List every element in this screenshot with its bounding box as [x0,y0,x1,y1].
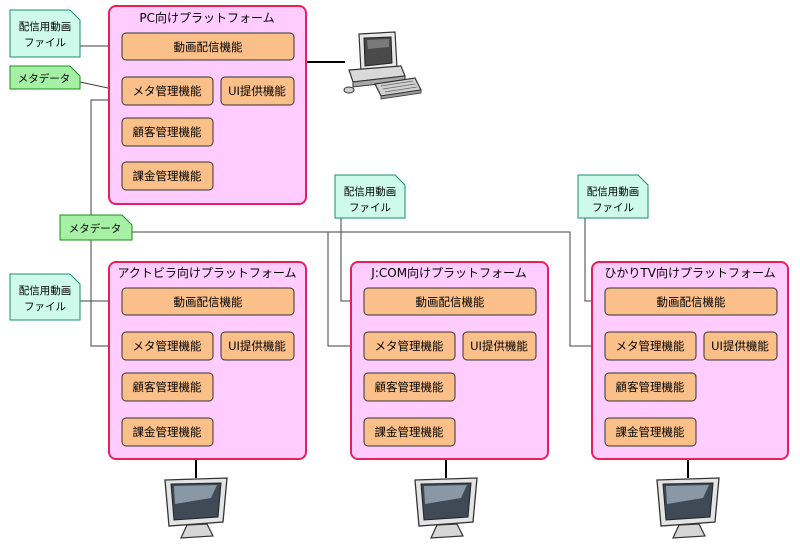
jcom-billing-mgmt-label: 課金管理機能 [375,425,444,439]
video-file-doc-pc-line2: ファイル [24,37,66,49]
hikari-ui-label: UI提供機能 [711,339,769,353]
video-file-doc-hikari-line2: ファイル [592,202,634,214]
hikari-billing-mgmt-label: 課金管理機能 [616,425,685,439]
actvila-ui-label: UI提供機能 [228,339,286,353]
video-file-doc-jcom: 配信用動画 ファイル [334,174,406,219]
video-file-doc-jcom-shape [334,174,406,219]
video-file-doc-actvila-line2: ファイル [24,301,66,313]
metadata-note-pc-shape [9,65,81,90]
video-file-doc-jcom-line2: ファイル [349,202,391,214]
video-file-doc-jcom-line1: 配信用動画 [344,185,397,198]
video-file-doc-pc-line1: 配信用動画 [19,20,72,33]
arrow-meta-jcom [132,231,363,350]
video-file-doc-actvila-line1: 配信用動画 [19,284,72,297]
metadata-note-shared: メタデータ [59,214,133,241]
platform-actvila: アクトビラ向けプラットフォーム 動画配信機能 メタ管理機能 UI提供機能 顧客管… [108,261,307,460]
actvila-customer-mgmt-label: 顧客管理機能 [133,380,202,394]
video-file-doc-hikari: 配信用動画 ファイル [577,174,649,219]
pc-customer-mgmt-label: 顧客管理機能 [133,125,202,139]
pc-computer-icon [343,31,422,100]
pc-meta-mgmt-label: メタ管理機能 [133,84,202,98]
hikari-billing-mgmt-box [604,417,697,447]
pc-meta-mgmt-box [121,76,214,106]
platform-jcom-title: J:COM向けプラットフォーム [370,265,526,280]
metadata-note-shared-shape [59,214,133,241]
pc-ui-box [220,76,295,106]
platform-actvila-title: アクトビラ向けプラットフォーム [117,265,296,280]
pc-video-delivery-label: 動画配信機能 [174,40,243,54]
video-file-doc-pc: 配信用動画 ファイル [9,9,81,58]
actvila-meta-mgmt-box [121,331,214,361]
pc-ui-label: UI提供機能 [228,84,286,98]
hikari-customer-mgmt-box [604,372,697,402]
actvila-billing-mgmt-box [121,417,214,447]
tv-monitor-icon-actvila [164,477,228,539]
jcom-customer-mgmt-label: 顧客管理機能 [375,380,444,394]
jcom-meta-mgmt-box [363,331,456,361]
tv-monitor-icon-jcom [414,477,478,539]
video-file-doc-actvila-shape [9,273,81,321]
actvila-billing-mgmt-label: 課金管理機能 [133,425,202,439]
actvila-video-delivery-label: 動画配信機能 [174,295,243,309]
jcom-customer-mgmt-box [363,372,456,402]
hikari-customer-mgmt-label: 顧客管理機能 [616,380,685,394]
jcom-video-delivery-box [363,287,537,316]
jcom-ui-label: UI提供機能 [470,339,528,353]
actvila-meta-mgmt-label: メタ管理機能 [133,339,202,353]
hikari-video-delivery-label: 動画配信機能 [657,295,726,309]
actvila-ui-box [220,331,295,361]
video-file-doc-actvila: 配信用動画 ファイル [9,273,81,321]
platform-pc: PC向けプラットフォーム 動画配信機能 メタ管理機能 UI提供機能 顧客管理機能… [108,5,307,205]
platform-jcom: J:COM向けプラットフォーム 動画配信機能 メタ管理機能 UI提供機能 顧客管… [350,261,549,460]
jcom-ui-box [462,331,537,361]
platform-pc-title: PC向けプラットフォーム [139,10,274,25]
hikari-video-delivery-box [604,287,778,316]
hikari-meta-mgmt-label: メタ管理機能 [616,339,685,353]
platform-hikari-title: ひかりTV向けプラットフォーム [604,265,775,280]
pc-video-delivery-box [121,32,295,61]
video-file-doc-hikari-line1: 配信用動画 [587,185,640,198]
actvila-video-delivery-box [121,287,295,316]
hikari-meta-mgmt-box [604,331,697,361]
jcom-video-delivery-label: 動画配信機能 [416,295,485,309]
hikari-ui-box [703,331,778,361]
pc-billing-mgmt-box [121,161,214,191]
metadata-note-shared-label: メタデータ [69,222,122,235]
video-file-doc-pc-shape [9,9,81,58]
arrow-meta-hikari [328,231,604,350]
jcom-meta-mgmt-label: メタ管理機能 [375,339,444,353]
actvila-customer-mgmt-box [121,372,214,402]
pc-customer-mgmt-box [121,117,214,147]
platform-hikari: ひかりTV向けプラットフォーム 動画配信機能 メタ管理機能 UI提供機能 顧客管… [591,261,789,460]
video-file-doc-hikari-shape [577,174,649,219]
metadata-note-pc: メタデータ [9,65,81,90]
tv-monitor-icon-hikari [656,477,720,539]
pc-billing-mgmt-label: 課金管理機能 [133,169,202,183]
jcom-billing-mgmt-box [363,417,456,447]
metadata-note-pc-label: メタデータ [18,72,71,85]
